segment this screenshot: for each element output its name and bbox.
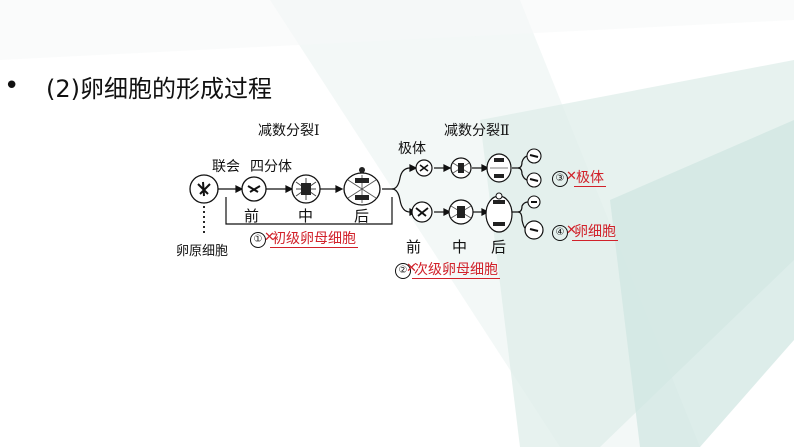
stage-top-anaphase: 后 <box>354 207 370 225</box>
polar-body-daughter-b <box>526 172 542 188</box>
secondary-oocyte-anaphase <box>485 192 513 233</box>
stage-bottom-anaphase: 后 <box>491 238 507 256</box>
answer-2-text: 次级卵母细胞 <box>412 262 500 279</box>
answer-3-number: ③ <box>552 171 568 187</box>
stage-bottom-metaphase: 中 <box>452 238 468 256</box>
egg-cell <box>524 220 544 240</box>
egg-cell-polar-body <box>527 195 541 209</box>
tetrad-label: 四分体 <box>250 159 292 175</box>
answer-1-text: 初级卵母细胞 <box>270 231 358 248</box>
polar-body-cell-1 <box>415 159 433 177</box>
stage-top-prophase: 前 <box>244 207 260 225</box>
stage-bottom-prophase: 前 <box>406 238 422 256</box>
check-mark-icon: ✕ <box>264 230 275 245</box>
polar-body-daughter-a <box>526 148 542 164</box>
answer-1-number: ① <box>250 232 266 248</box>
oogonium-label: 卵原细胞 <box>176 244 229 259</box>
secondary-oocyte-prophase <box>411 201 433 223</box>
check-mark-icon: ✕ <box>566 223 577 238</box>
anaphase-i-cell <box>343 167 381 206</box>
stage-top-metaphase: 中 <box>298 207 314 225</box>
section-title: (2)卵细胞的形成过程 <box>46 74 272 103</box>
check-mark-icon: ✕ <box>406 261 417 276</box>
meiosis-i-header: 减数分裂Ⅰ <box>258 123 320 139</box>
answer-4-text: 卵细胞 <box>572 224 618 241</box>
bullet-dot: • <box>4 71 20 101</box>
answer-3-text: 极体 <box>574 170 606 187</box>
answer-4-number: ④ <box>552 225 568 241</box>
secondary-oocyte-metaphase <box>448 199 474 225</box>
synapsis-cell <box>241 176 267 202</box>
polar-body-cell-3 <box>486 153 512 183</box>
metaphase-i-cell <box>291 174 321 204</box>
check-mark-icon: ✕ <box>566 169 577 184</box>
oogonium-cell <box>189 174 219 204</box>
answer-2-number: ② <box>395 263 411 279</box>
synapsis-label: 联会 <box>212 159 240 175</box>
polar-body-cell-2 <box>450 157 472 179</box>
meiosis-ii-header: 减数分裂Ⅱ <box>444 123 510 139</box>
polar-body-label: 极体 <box>398 141 426 157</box>
